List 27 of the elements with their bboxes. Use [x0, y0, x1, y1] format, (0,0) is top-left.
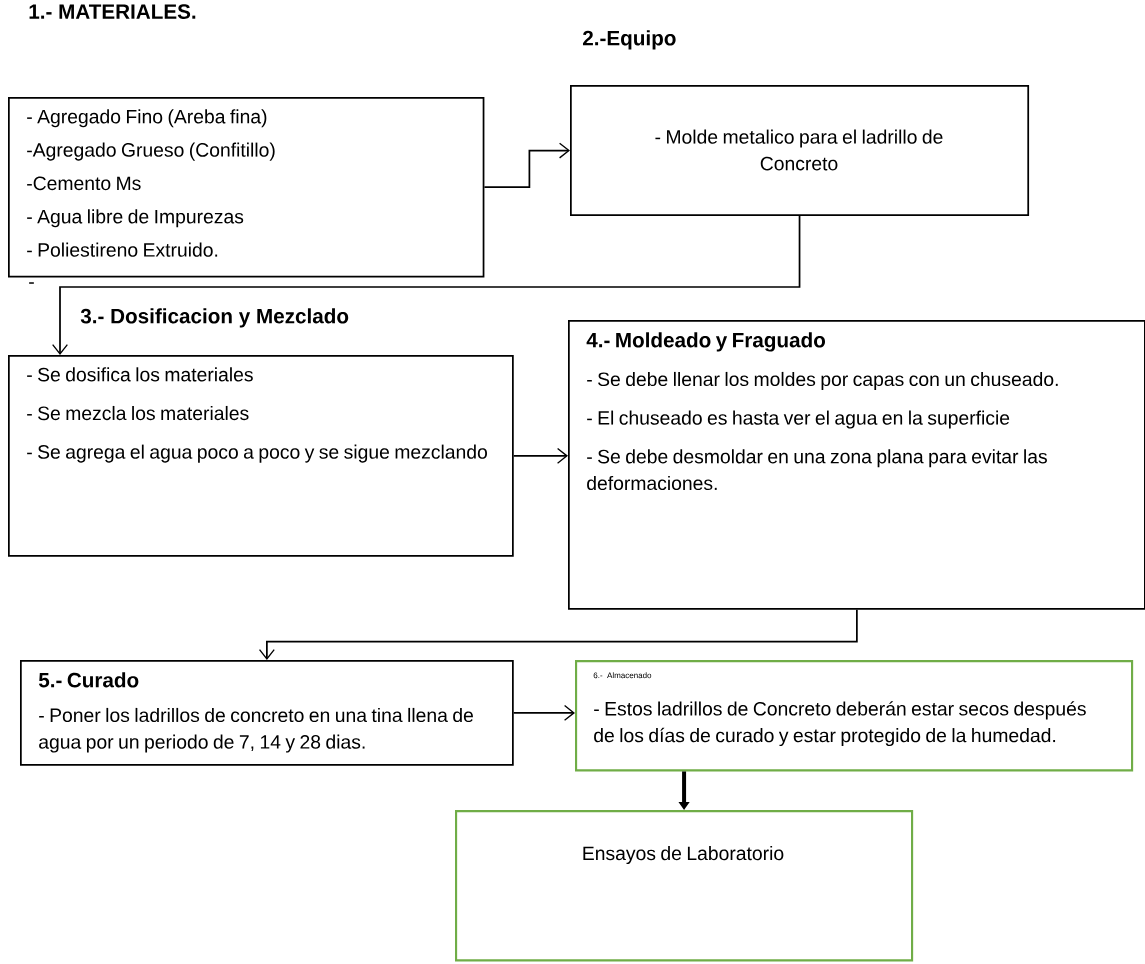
arrow	[52, 215, 801, 355]
step-text: - Se dosifica los materiales	[27, 367, 253, 382]
step-text: - Agregado Fino (Areba fina)	[27, 109, 267, 128]
step-heading: 6.- Almacenado	[593, 672, 652, 679]
step-text: -Agregado Grueso (Confitillo)	[27, 142, 275, 161]
step-text: - El chuseado es hasta ver el agua en la superficie	[587, 410, 1010, 429]
step-text: - Poliestireno Extruido.	[27, 242, 218, 257]
step-text: - Se debe desmoldar en una zona plana para evitar las deformaciones.	[587, 449, 1047, 491]
step-heading: 1.- MATERIALES.	[29, 4, 196, 19]
arrow	[512, 704, 575, 721]
note-text: -	[29, 282, 34, 284]
arrow	[258, 608, 858, 660]
step-heading: 4.- Moldeado y Fraguado	[586, 332, 825, 352]
step-text: - Poner los ladrillos de concreto en una tina llena de agua por un periodo de 7, 14 y 28 dias.	[39, 707, 473, 753]
step-text: Ensayos de Laboratorio	[583, 846, 784, 864]
step-text: - Estos ladrillos de Concreto deberán estar secos después de los días de curado y estar protegido de la humedad.	[594, 701, 1086, 747]
arrow	[483, 142, 570, 189]
step-heading: 5.- Curado	[38, 672, 139, 688]
step-text: -Cemento Ms	[27, 176, 141, 191]
step-heading: 3.- Dosificacion y Mezclado	[80, 308, 349, 328]
step-text: - Se mezcla los materiales	[27, 405, 249, 421]
step-text: - Molde metalico para el ladrillo de Concreto	[655, 129, 943, 171]
step-text: - Se debe llenar los moldes por capas con un chuseado.	[587, 371, 1058, 390]
step-heading: 2.-Equipo	[583, 30, 676, 50]
arrow	[512, 447, 568, 464]
step-text: - Agua libre de Impurezas	[27, 209, 244, 228]
step-text: - Se agrega el agua poco a poco y se sigue mezclando	[27, 444, 487, 463]
